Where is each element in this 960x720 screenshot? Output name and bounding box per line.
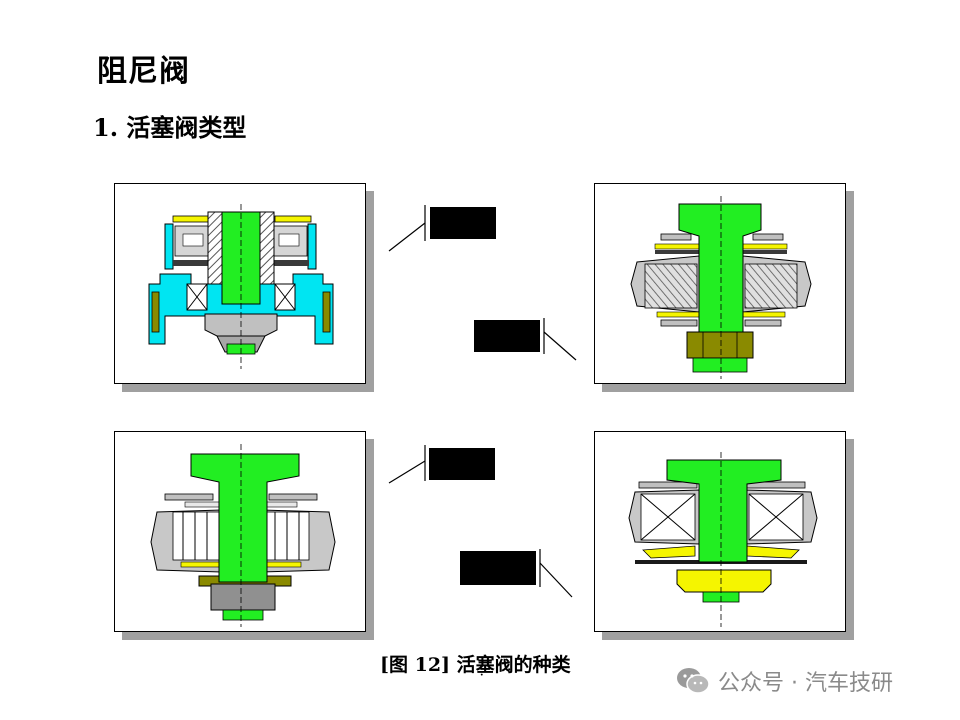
piston-valve-diagram-4 xyxy=(628,452,818,627)
section-title: 1. 活塞阀类型 xyxy=(93,113,247,142)
piston-valve-diagram-3 xyxy=(150,444,336,627)
diagram-panel-3 xyxy=(114,431,374,640)
callout-1 xyxy=(388,205,496,252)
watermark: 公众号 · 汽车技研 xyxy=(676,666,893,696)
callout-2 xyxy=(474,318,577,361)
label-box-3 xyxy=(429,448,495,480)
piston-valve-diagram-2 xyxy=(630,196,812,379)
figure-caption: [图 12] 活塞阀的种类 · xyxy=(380,650,571,681)
page-title: 阻尼阀 xyxy=(97,54,190,89)
label-box-1 xyxy=(430,207,496,239)
piston-valve-diagram-1 xyxy=(148,204,334,369)
figure-caption-text: [图 12] 活塞阀的种类 xyxy=(380,654,571,676)
caption-dot: · xyxy=(480,670,484,681)
diagram-panel-4 xyxy=(594,431,854,640)
diagram-panel-2 xyxy=(594,183,854,392)
watermark-text: 公众号 · 汽车技研 xyxy=(718,671,893,696)
callout-4 xyxy=(460,549,573,598)
callout-3 xyxy=(388,445,495,484)
diagram-panel-1 xyxy=(114,183,374,392)
label-box-4 xyxy=(460,551,536,585)
label-box-2 xyxy=(474,320,540,352)
wechat-bubble-icon xyxy=(677,668,710,694)
